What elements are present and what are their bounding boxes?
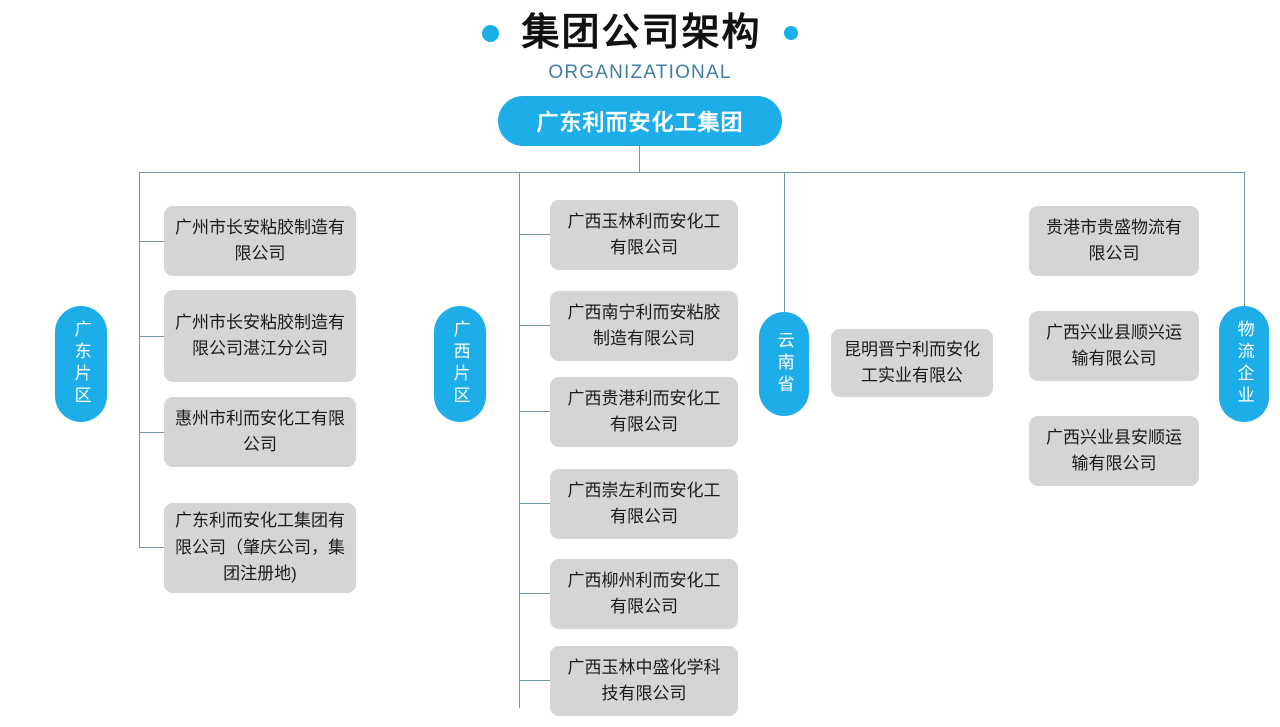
leaf-box-guangxi-2[interactable]: 广西南宁利而安粘胶制造有限公司 [550,291,738,361]
leaf-box-guangdong-4[interactable]: 广东利而安化工集团有限公司（肇庆公司，集团注册地) [164,503,356,593]
connector-main-trunk [139,172,1245,173]
connector-guangxi-branch-3 [519,411,550,412]
leaf-box-guangdong-1[interactable]: 广州市长安粘胶制造有限公司 [164,206,356,276]
group-pill-yunnan[interactable]: 云南省 [759,312,809,416]
connector-guangdong-spine [139,172,140,548]
connector-guangxi-branch-5 [519,593,550,594]
page-subtitle: ORGANIZATIONAL [548,62,732,83]
title-dot-right-icon [783,26,798,40]
connector-guangdong-branch-3 [139,432,165,433]
leaf-box-guangdong-2[interactable]: 广州市长安粘胶制造有限公司湛江分公司 [164,290,356,382]
connector-root-stem [639,146,640,173]
leaf-box-guangxi-3[interactable]: 广西贵港利而安化工有限公司 [550,377,738,447]
leaf-box-guangxi-5[interactable]: 广西柳州利而安化工有限公司 [550,559,738,629]
group-pill-yunnan-label: 云南省 [774,331,794,397]
connector-yunnan-stem [784,172,785,312]
connector-guangxi-branch-4 [519,503,550,504]
connector-guangxi-branch-6 [519,680,550,681]
group-pill-logistics-label: 物流企业 [1234,320,1254,408]
connector-guangxi-spine [519,172,520,708]
group-pill-guangxi[interactable]: 广西片区 [434,306,486,422]
leaf-box-guangdong-3[interactable]: 惠州市利而安化工有限公司 [164,397,356,467]
page-title: 集团公司架构 [521,12,762,54]
leaf-box-guangxi-1[interactable]: 广西玉林利而安化工有限公司 [550,200,738,270]
leaf-box-logistics-3[interactable]: 广西兴业县安顺运输有限公司 [1029,416,1199,486]
group-pill-guangdong-label: 广东片区 [71,320,91,408]
chart-title-row: 集团公司架构 [0,14,1280,52]
connector-guangdong-branch-2 [139,336,165,337]
group-pill-guangdong[interactable]: 广东片区 [55,306,107,422]
root-node[interactable]: 广东利而安化工集团 [498,96,782,146]
leaf-box-logistics-2[interactable]: 广西兴业县顺兴运输有限公司 [1029,311,1199,381]
leaf-box-logistics-1[interactable]: 贵港市贵盛物流有限公司 [1029,206,1199,276]
connector-guangxi-branch-1 [519,234,550,235]
connector-logistics-stem [1244,172,1245,312]
group-pill-guangxi-label: 广西片区 [450,320,470,408]
leaf-box-yunnan-1[interactable]: 昆明晋宁利而安化工实业有限公 [831,329,993,397]
title-dot-left-icon [482,24,500,42]
connector-guangxi-branch-2 [519,325,550,326]
leaf-box-guangxi-4[interactable]: 广西崇左利而安化工有限公司 [550,469,738,539]
connector-guangdong-branch-4 [139,547,165,548]
leaf-box-guangxi-6[interactable]: 广西玉林中盛化学科技有限公司 [550,646,738,716]
group-pill-logistics[interactable]: 物流企业 [1219,306,1269,422]
connector-guangdong-branch-1 [139,241,165,242]
